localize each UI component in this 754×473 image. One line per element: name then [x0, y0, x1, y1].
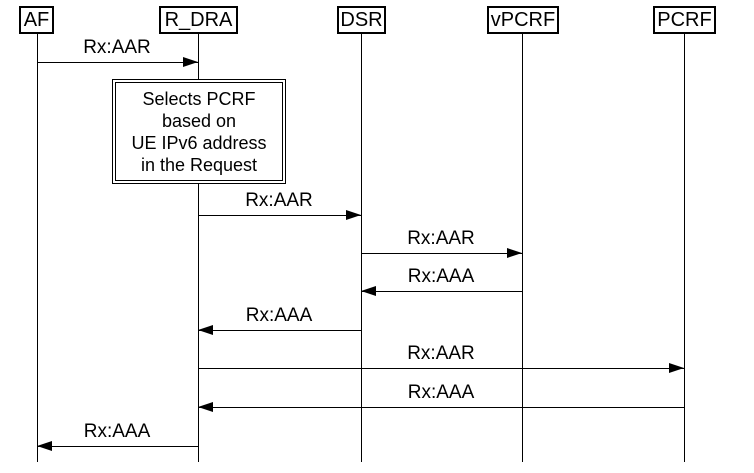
participant-dsr: DSR	[337, 6, 386, 34]
message-line	[198, 407, 684, 408]
note-text: Selects PCRF based on UE IPv6 address in…	[115, 82, 283, 181]
arrowhead-left-icon	[198, 325, 213, 335]
note-selects-pcrf: Selects PCRF based on UE IPv6 address in…	[112, 79, 286, 184]
message-label: Rx:AAA	[245, 305, 313, 326]
arrowhead-right-icon	[507, 248, 522, 258]
message-line	[198, 215, 361, 216]
message-label: Rx:AAA	[407, 266, 475, 287]
participant-label: AF	[23, 8, 50, 31]
arrowhead-left-icon	[37, 441, 52, 451]
participant-pcrf: PCRF	[653, 6, 716, 34]
arrowhead-right-icon	[183, 57, 198, 67]
message-line	[198, 368, 684, 369]
message-line	[361, 291, 522, 292]
message-label: Rx:AAA	[83, 421, 151, 442]
message-line	[198, 330, 361, 331]
lifeline-vpcrf	[522, 33, 523, 462]
arrowhead-left-icon	[361, 286, 376, 296]
participant-vpcrf: vPCRF	[487, 6, 559, 34]
participant-label: R_DRA	[164, 8, 233, 31]
message-label: Rx:AAR	[245, 190, 313, 211]
message-line	[37, 62, 198, 63]
lifeline-pcrf	[684, 33, 685, 462]
note-line: UE IPv6 address	[131, 132, 267, 153]
lifeline-af	[37, 33, 38, 462]
participant-af: AF	[19, 6, 54, 34]
message-label: Rx:AAR	[407, 343, 475, 364]
participant-r-dra: R_DRA	[159, 6, 238, 34]
participant-label: DSR	[340, 8, 383, 31]
lifeline-r-dra	[198, 33, 199, 462]
note-line: Selects PCRF	[142, 88, 256, 109]
note-line: in the Request	[140, 154, 258, 175]
lifeline-dsr	[361, 33, 362, 462]
message-label: Rx:AAR	[83, 37, 151, 58]
note-line: based on	[161, 110, 237, 131]
message-line	[361, 253, 522, 254]
arrowhead-right-icon	[669, 363, 684, 373]
participant-label: vPCRF	[490, 8, 556, 31]
message-line	[37, 446, 198, 447]
message-label: Rx:AAR	[407, 228, 475, 249]
participant-label: PCRF	[657, 8, 712, 31]
arrowhead-left-icon	[198, 402, 213, 412]
message-label: Rx:AAA	[407, 382, 475, 403]
arrowhead-right-icon	[346, 210, 361, 220]
